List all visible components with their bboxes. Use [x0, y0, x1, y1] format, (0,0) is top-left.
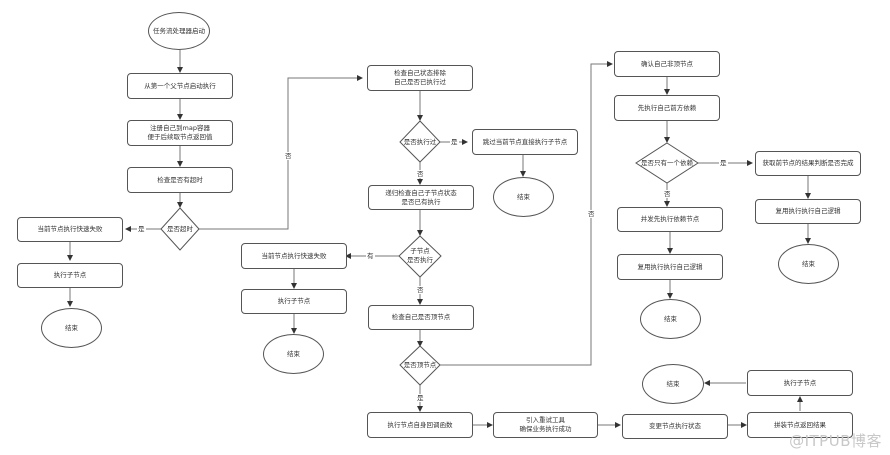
node-register-map: 注册自己到map容器 便于后续取节点返回值	[127, 120, 233, 146]
node-skip-exec-child: 跳过当前节点直接执行子节点	[472, 129, 578, 155]
node-from-first-parent: 从第一个父节点启动执行	[127, 73, 233, 99]
node-check-timeout: 检查是否有超时	[127, 167, 233, 193]
edge-label-timeout-no: 否	[284, 152, 293, 160]
node-exec-child-2: 执行子节点	[241, 289, 347, 314]
node-exec-child-3: 执行子节点	[747, 370, 853, 396]
node-check-self-state: 检查自己状态排除 自己是否已执行过	[367, 65, 473, 91]
node-check-top-node: 检查自己是否顶节点	[368, 305, 474, 330]
node-change-state: 变更节点执行状态	[622, 414, 728, 439]
node-assemble-result: 拼装节点返回结果	[747, 412, 853, 438]
node-end-1: 结束	[41, 308, 102, 348]
node-fail-fast-2: 当前节点执行快速失败	[241, 243, 347, 269]
node-confirm-non-top: 确认自己非顶节点	[614, 51, 720, 77]
diamond-is-top-node	[399, 345, 441, 386]
node-exec-callback: 执行节点自身回调函数	[367, 412, 473, 438]
edge-label-top-no: 否	[587, 210, 596, 218]
label-is-executed: 是否执行过	[403, 137, 437, 146]
node-end-6: 结束	[642, 364, 704, 404]
node-start: 任务流处理器启动	[148, 12, 210, 50]
diamond-is-executed	[399, 120, 441, 163]
label-child-executed: 子节点 是否执行	[407, 247, 433, 264]
edge-label-timeout-yes: 是	[137, 225, 146, 233]
edge-label-child-has: 有	[366, 252, 375, 260]
edge-label-executed-yes: 是	[450, 138, 459, 146]
label-is-top-node: 是否顶节点	[403, 360, 437, 369]
label-is-timeout: 是否超时	[167, 224, 193, 233]
diamond-is-timeout	[160, 207, 200, 251]
node-end-4: 结束	[778, 244, 839, 284]
node-get-prev-result: 获取前节点的结果判断是否完成	[755, 151, 861, 176]
node-reuse-exec-logic-2: 复用执行执行自己逻辑	[617, 254, 723, 280]
node-exec-child-1: 执行子节点	[17, 263, 123, 288]
node-reuse-exec-logic-1: 复用执行执行自己逻辑	[755, 199, 861, 224]
node-recursive-check-children: 递归检查自己子节点状态 是否已有执行	[368, 185, 474, 210]
edge-label-child-no: 否	[416, 286, 425, 294]
node-exec-deps-first: 先执行自己前方依赖	[614, 95, 720, 121]
watermark: @ITPUB博客	[789, 432, 882, 450]
node-end-2: 结束	[493, 177, 554, 217]
label-only-one-dep: 是否只有一个依赖	[641, 158, 693, 167]
node-concurrent-exec-deps: 并发先执行依赖节点	[617, 207, 723, 232]
diamond-only-one-dep	[635, 142, 699, 184]
node-end-3: 结束	[263, 334, 324, 374]
edge-label-top-yes: 是	[416, 394, 425, 402]
node-end-5: 结束	[640, 299, 701, 339]
edge-label-onedep-yes: 是	[719, 159, 728, 167]
edge-label-executed-no: 否	[416, 170, 425, 178]
node-fail-fast-1: 当前节点执行快速失败	[17, 217, 123, 242]
diamond-child-executed	[398, 235, 442, 278]
edge-timeout-no	[198, 75, 363, 230]
edge-label-onedep-no: 否	[663, 190, 672, 198]
node-retry-tool: 引入重试工具 确保业务执行成功	[493, 412, 598, 438]
